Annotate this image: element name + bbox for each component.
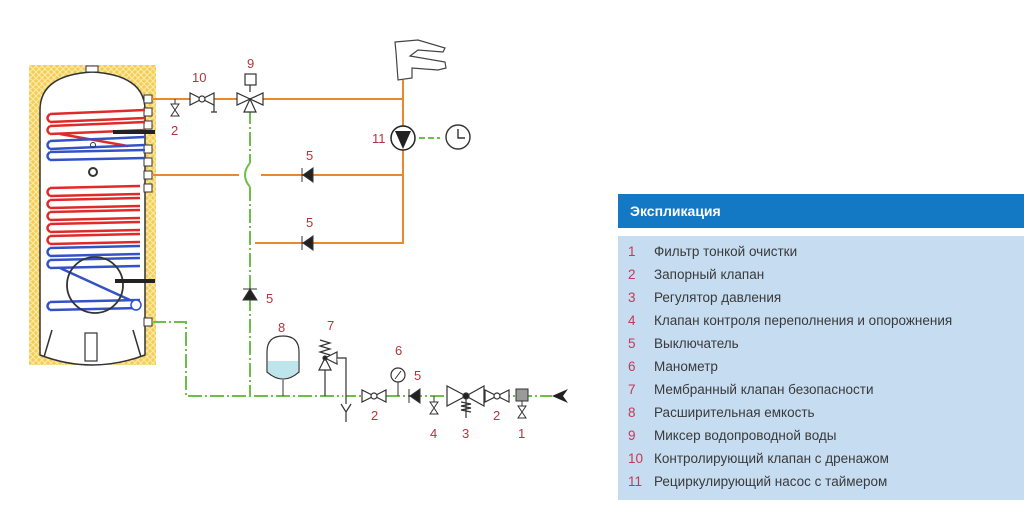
- recirculation-pump: [390, 125, 416, 151]
- shutoff-valve: [361, 389, 387, 403]
- label-5-c: 5: [266, 291, 273, 306]
- faucet-icon: [394, 39, 447, 81]
- legend-item-text: Запорный клапан: [654, 267, 765, 282]
- label-11: 11: [372, 131, 386, 146]
- label-1: 1: [518, 426, 525, 441]
- drain-valve: [429, 396, 439, 415]
- label-2-top: 2: [171, 123, 178, 138]
- legend-item-text: Выключатель: [654, 336, 739, 351]
- plumbing-diagram: 10 9 2 11 5 5 5 8 7 6 5 2 4 3 2 1: [29, 39, 568, 441]
- label-10: 10: [192, 70, 206, 85]
- control-valve-drain: [189, 92, 217, 113]
- label-2-a: 2: [371, 408, 378, 423]
- legend-item-number: 2: [628, 267, 636, 282]
- label-3: 3: [462, 426, 469, 441]
- check-valve: [301, 167, 314, 183]
- check-valve: [301, 235, 314, 251]
- label-4: 4: [430, 426, 437, 441]
- fine-filter: [515, 388, 529, 419]
- shutoff-valve-top: [170, 99, 180, 117]
- legend-item-number: 1: [628, 244, 636, 259]
- lower-cold-coil: [46, 244, 141, 312]
- legend-item: 9 Миксер водопроводной воды: [618, 424, 1024, 447]
- legend-item: 10 Контролирующий клапан с дренажом: [618, 447, 1024, 470]
- legend-item-text: Миксер водопроводной воды: [654, 428, 837, 443]
- inlet-arrow-icon: [552, 389, 568, 403]
- boiler-tank: [29, 65, 156, 366]
- legend-item: 2 Запорный клапан: [618, 263, 1024, 286]
- label-6: 6: [395, 343, 402, 358]
- legend-item: 6 Манометр: [618, 355, 1024, 378]
- shutoff-valve: [484, 389, 510, 403]
- cold-water-pipes: [152, 110, 552, 397]
- legend-panel: Экспликация 1 Фильтр тонкой очистки 2 Запо…: [618, 194, 1024, 500]
- sensor-rod-lower: [115, 279, 155, 283]
- label-9: 9: [247, 56, 254, 71]
- legend-title: Экспликация: [618, 194, 1024, 228]
- legend-item-number: 9: [628, 428, 636, 443]
- legend-item-number: 4: [628, 313, 636, 328]
- legend-item-text: Манометр: [654, 359, 718, 374]
- label-7: 7: [327, 318, 334, 333]
- label-2-b: 2: [493, 408, 500, 423]
- legend-item-text: Контролирующий клапан с дренажом: [654, 451, 889, 466]
- legend-item: 5 Выключатель: [618, 332, 1024, 355]
- legend-item-number: 6: [628, 359, 636, 374]
- legend-item: 7 Мембранный клапан безопасности: [618, 378, 1024, 401]
- check-valve: [408, 388, 421, 404]
- legend-item-number: 10: [628, 451, 644, 466]
- expansion-tank: [266, 335, 300, 396]
- check-valve: [242, 288, 258, 301]
- safety-valve: [317, 339, 352, 422]
- legend-item: 8 Расширительная емкость: [618, 401, 1024, 424]
- legend-item-text: Мембранный клапан безопасности: [654, 382, 874, 397]
- pressure-gauge: [390, 367, 406, 396]
- legend-item: 11 Рециркулирующий насос с таймером: [618, 470, 1024, 493]
- legend-item-text: Рециркулирующий насос с таймером: [654, 474, 888, 489]
- legend-item-number: 7: [628, 382, 636, 397]
- legend-item-number: 11: [628, 474, 643, 489]
- label-5-d: 5: [414, 368, 421, 383]
- legend-item-number: 5: [628, 336, 636, 351]
- label-5-a: 5: [306, 148, 313, 163]
- legend-item-text: Фильтр тонкой очистки: [654, 244, 798, 259]
- sensor-rod-upper: [113, 130, 155, 134]
- legend-item-text: Регулятор давления: [654, 290, 782, 305]
- pressure-regulator: [446, 384, 485, 418]
- legend-item: 4 Клапан контроля переполнения и опорожне…: [618, 309, 1024, 332]
- legend-item: 3 Регулятор давления: [618, 286, 1024, 309]
- legend-item-number: 8: [628, 405, 636, 420]
- legend-item-text: Клапан контроля переполнения и опорожнен…: [654, 313, 953, 328]
- legend-item-number: 3: [628, 290, 636, 305]
- timer-clock-icon: [445, 124, 471, 150]
- legend-item-text: Расширительная емкость: [654, 405, 815, 420]
- mixer-valve: [236, 73, 264, 113]
- inspection-flange: [66, 256, 124, 314]
- legend-item: 1 Фильтр тонкой очистки: [618, 240, 1024, 263]
- label-5-b: 5: [306, 215, 313, 230]
- upper-cold-coil: [46, 135, 146, 162]
- lower-heating-coil: [46, 184, 141, 246]
- label-8: 8: [278, 320, 285, 335]
